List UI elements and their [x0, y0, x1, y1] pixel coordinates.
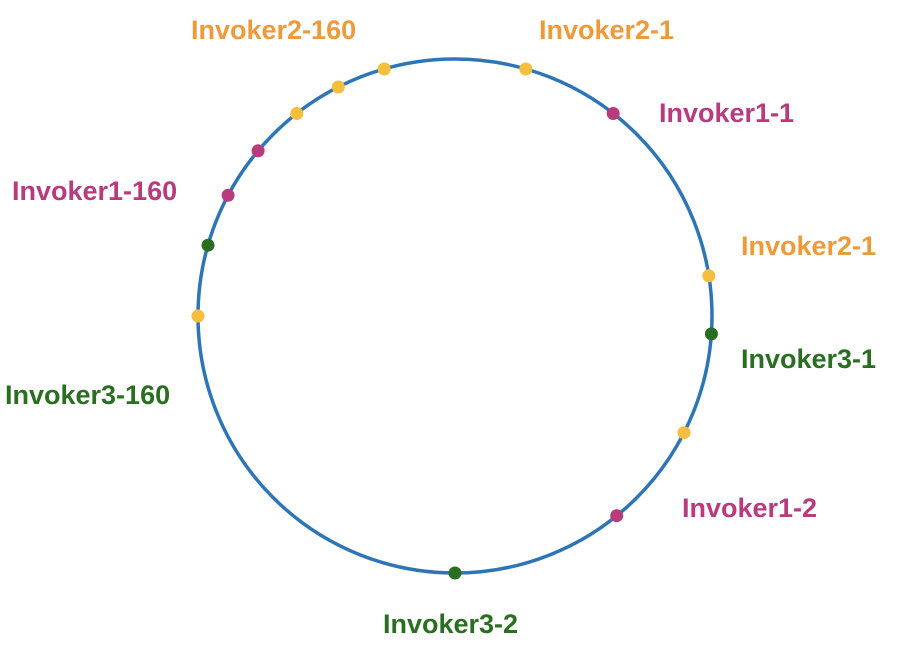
node-invoker1-4: [221, 188, 235, 202]
node-invoker2-0: [377, 62, 391, 76]
label-invoker2-1-top: Invoker2-1: [539, 15, 675, 45]
label-invoker3-1: Invoker3-1: [741, 344, 877, 374]
node-layer: [191, 62, 718, 580]
node-invoker3-13: [448, 566, 462, 580]
label-invoker3-2: Invoker3-2: [383, 609, 519, 639]
label-invoker2-160: Invoker2-160: [191, 15, 357, 45]
label-invoker3-160: Invoker3-160: [5, 380, 171, 410]
node-invoker2-5: [702, 269, 716, 283]
label-invoker1-1: Invoker1-1: [659, 98, 795, 128]
label-invoker1-160: Invoker1-160: [12, 176, 178, 206]
node-invoker2-1: [519, 62, 533, 76]
node-invoker1-10: [251, 144, 265, 158]
node-invoker2-12: [331, 80, 345, 94]
hash-ring: [196, 57, 714, 575]
node-invoker3-8: [201, 238, 215, 252]
node-invoker2-6: [191, 309, 205, 323]
node-invoker3-7: [704, 327, 718, 341]
node-invoker1-11: [610, 509, 624, 523]
label-invoker2-1-right: Invoker2-1: [741, 231, 877, 261]
node-invoker1-2: [606, 107, 620, 120]
label-invoker1-2: Invoker1-2: [682, 493, 818, 523]
node-invoker2-9: [677, 426, 691, 440]
node-invoker2-3: [290, 107, 304, 120]
